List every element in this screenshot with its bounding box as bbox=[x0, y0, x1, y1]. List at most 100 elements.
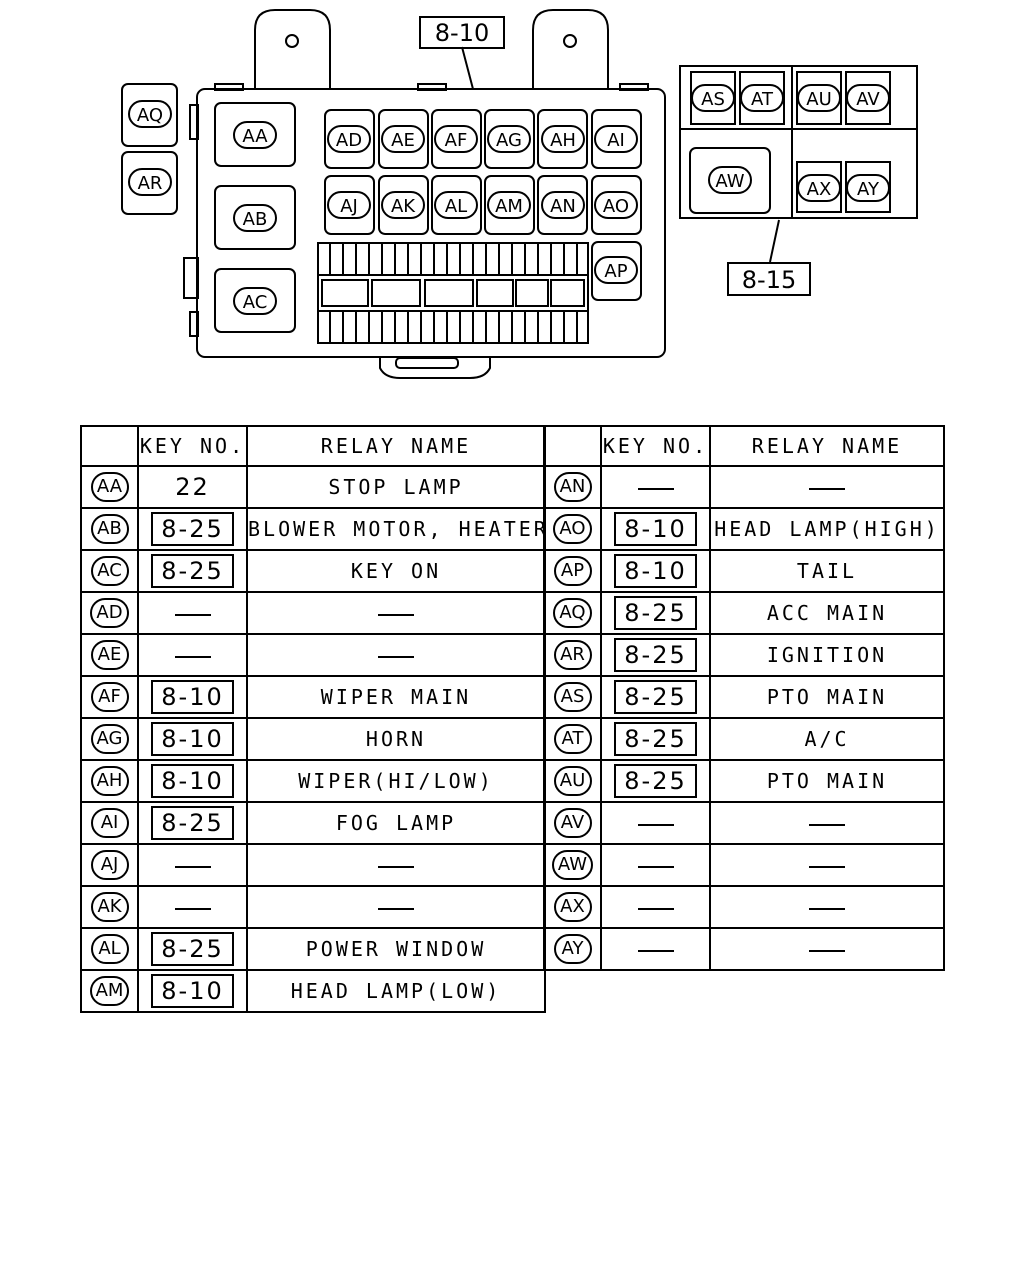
relay-label-outline bbox=[434, 191, 478, 219]
key-no-cell: 8-25 bbox=[600, 591, 711, 635]
relay-code: AF bbox=[90, 682, 129, 712]
relay-label-text: AV bbox=[856, 89, 880, 110]
relay-name-cell: POWER WINDOW bbox=[246, 927, 546, 971]
relay-label-text: AQ bbox=[137, 105, 163, 126]
relay-label-outline bbox=[594, 125, 638, 153]
relay-name: STOP LAMP bbox=[328, 475, 464, 499]
dash-mark bbox=[637, 487, 674, 490]
relay-label-outline bbox=[487, 191, 531, 219]
relay-label-outline bbox=[797, 174, 841, 202]
relay-name-cell bbox=[246, 885, 546, 929]
dash-mark bbox=[378, 655, 414, 658]
relay-label-outline bbox=[797, 84, 841, 112]
key-no-cell: 8-10 bbox=[137, 969, 248, 1013]
table-header-row: KEY NO. RELAY NAME bbox=[543, 425, 945, 467]
relay-code: AC bbox=[90, 556, 129, 586]
relay-code: AX bbox=[553, 892, 592, 922]
dash-mark bbox=[174, 613, 211, 616]
relay-label-af: AF bbox=[434, 125, 478, 153]
key-no: 22 bbox=[175, 473, 210, 501]
key-no-cell: 8-25 bbox=[137, 927, 248, 971]
relay-name-cell: WIPER MAIN bbox=[246, 675, 546, 719]
relay-code-cell: AT bbox=[543, 717, 602, 761]
relay-name-cell: HEAD LAMP(HIGH) bbox=[709, 507, 945, 551]
table-row: AG 8-10 HORN bbox=[80, 717, 546, 761]
key-no: 8-10 bbox=[151, 974, 234, 1008]
relay-code: AI bbox=[90, 808, 129, 838]
relay-label-aw: AW bbox=[708, 166, 752, 194]
relay-code: AU bbox=[553, 766, 592, 796]
relay-name: PTO MAIN bbox=[766, 685, 888, 709]
key-no: 8-25 bbox=[614, 680, 697, 714]
dash-mark bbox=[174, 865, 211, 868]
relay-name-cell: WIPER(HI/LOW) bbox=[246, 759, 546, 803]
relay-label-outline bbox=[233, 287, 277, 315]
dash-mark bbox=[378, 865, 414, 868]
dash-mark bbox=[637, 865, 674, 868]
relay-label-outline bbox=[740, 84, 784, 112]
key-no: 8-25 bbox=[151, 806, 234, 840]
relay-label-text: AO bbox=[603, 196, 629, 217]
key-no: 8-25 bbox=[151, 932, 234, 966]
key-no: 8-25 bbox=[151, 512, 234, 546]
relay-code: AD bbox=[90, 598, 129, 628]
relay-name: TAIL bbox=[796, 559, 858, 583]
relay-label-ac: AC bbox=[233, 287, 277, 315]
table-row: AX bbox=[543, 885, 945, 929]
relay-label-text: AL bbox=[445, 196, 467, 217]
table-row: AW bbox=[543, 843, 945, 887]
relay-name: HEAD LAMP(HIGH) bbox=[714, 517, 940, 541]
header-relay-name: RELAY NAME bbox=[709, 425, 945, 467]
relay-code: AB bbox=[90, 514, 129, 544]
relay-name-cell: ACC MAIN bbox=[709, 591, 945, 635]
relay-name: IGNITION bbox=[766, 643, 888, 667]
relay-label-am: AM bbox=[487, 191, 531, 219]
relay-code-cell: AJ bbox=[80, 843, 139, 887]
relay-label-text: AN bbox=[550, 196, 576, 217]
key-no-cell: 8-10 bbox=[137, 759, 248, 803]
relay-code-cell: AQ bbox=[543, 591, 602, 635]
relay-code-cell: AP bbox=[543, 549, 602, 593]
relay-name: WIPER MAIN bbox=[320, 685, 472, 709]
relay-name-cell bbox=[709, 843, 945, 887]
relay-name: HORN bbox=[365, 727, 427, 751]
relay-code: AG bbox=[90, 724, 129, 754]
relay-code-cell: AO bbox=[543, 507, 602, 551]
key-no-cell bbox=[600, 843, 711, 887]
dash-mark bbox=[809, 907, 845, 910]
relay-name-cell bbox=[246, 633, 546, 677]
key-no: 8-25 bbox=[614, 596, 697, 630]
relay-label-au: AU bbox=[797, 84, 841, 112]
key-no-cell: 8-25 bbox=[600, 717, 711, 761]
key-no-cell: 8-10 bbox=[137, 717, 248, 761]
relay-label-text: AW bbox=[715, 171, 744, 192]
table-row: AJ bbox=[80, 843, 546, 887]
relay-code: AQ bbox=[553, 598, 592, 628]
relay-code: AE bbox=[90, 640, 129, 670]
relay-label-ay: AY bbox=[846, 174, 890, 202]
relay-code: AO bbox=[553, 514, 592, 544]
relay-label-text: AF bbox=[445, 130, 468, 151]
relay-label-outline bbox=[434, 125, 478, 153]
relay-label-text: AM bbox=[495, 196, 523, 217]
relay-label-ah: AH bbox=[541, 125, 585, 153]
relay-code: AS bbox=[553, 682, 592, 712]
relay-code: AT bbox=[553, 724, 592, 754]
key-no: 8-10 bbox=[151, 722, 234, 756]
relay-label-outline bbox=[846, 84, 890, 112]
relay-label-text: AK bbox=[391, 196, 416, 217]
relay-code-cell: AL bbox=[80, 927, 139, 971]
relay-code-cell: AM bbox=[80, 969, 139, 1013]
relay-code-cell: AI bbox=[80, 801, 139, 845]
header-code bbox=[80, 425, 139, 467]
relay-code-cell: AG bbox=[80, 717, 139, 761]
relay-label-an: AN bbox=[541, 191, 585, 219]
